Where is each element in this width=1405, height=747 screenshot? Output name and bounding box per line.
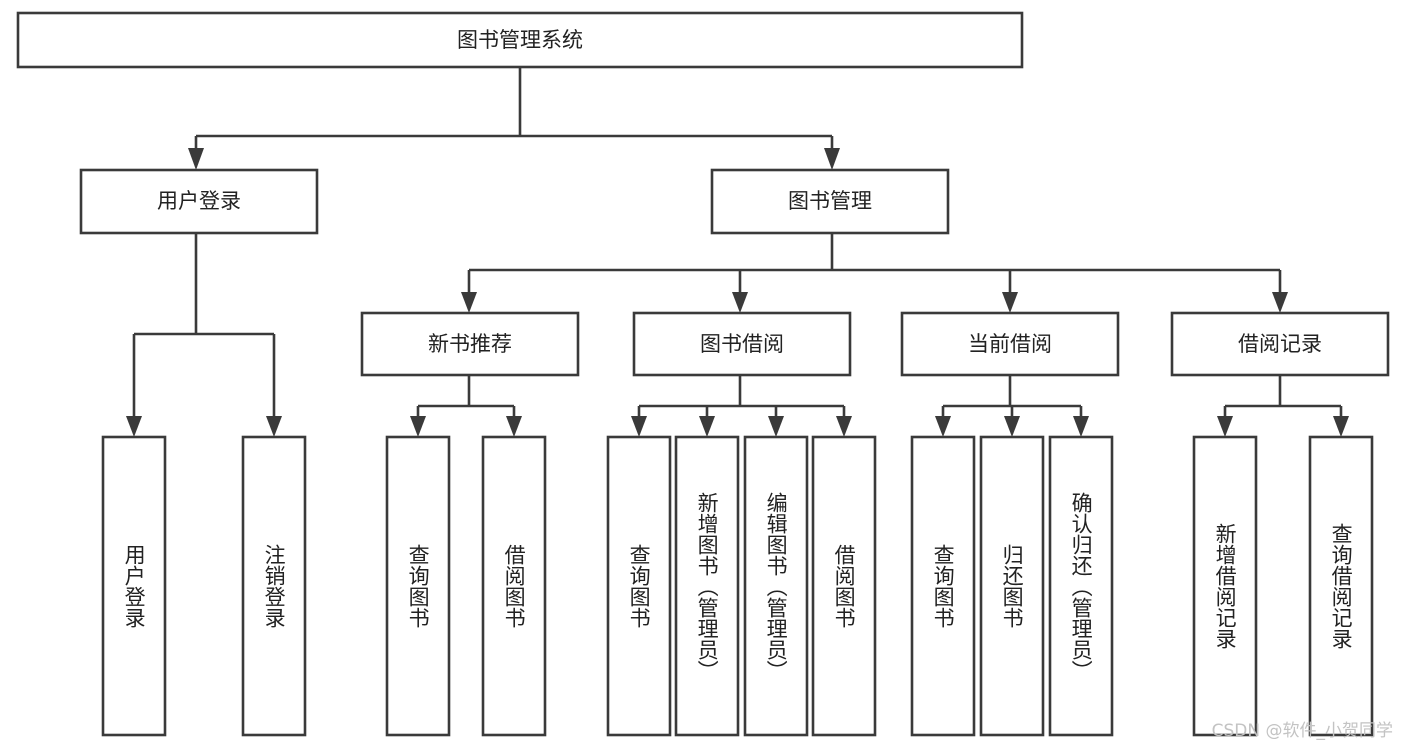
arrow-head-borrow-record xyxy=(1272,292,1288,313)
node-current-borrow-label: 当前借阅 xyxy=(968,332,1052,356)
node-current-borrow[interactable]: 当前借阅 xyxy=(900,311,1120,377)
arrow-head-leaf-query-book-2 xyxy=(631,416,647,437)
arrow-head-leaf-borrow-book-1 xyxy=(506,416,522,437)
arrow-head-leaf-add-book xyxy=(699,416,715,437)
arrow-head-leaf-query-book-1 xyxy=(410,416,426,437)
node-current-borrow-box xyxy=(900,311,1120,377)
node-root-system[interactable]: 图书管理系统 xyxy=(16,11,1024,69)
node-book-borrow[interactable]: 图书借阅 xyxy=(632,311,852,377)
node-borrow-record-box xyxy=(1170,311,1390,377)
arrow-head-new-book-recommend xyxy=(461,292,477,313)
arrow-head-leaf-logout xyxy=(266,416,282,437)
connector-group-root xyxy=(188,67,840,170)
node-book-borrow-box xyxy=(632,311,852,377)
node-borrow-record-label: 借阅记录 xyxy=(1238,332,1322,356)
leaf-box-return-book[interactable] xyxy=(979,435,1045,737)
leaf-box-borrow-book-2[interactable] xyxy=(811,435,877,737)
node-new-book-recommend-label: 新书推荐 xyxy=(428,332,512,356)
node-new-book-recommend[interactable]: 新书推荐 xyxy=(360,311,580,377)
leaf-boxes-new-book-recommend xyxy=(385,435,547,737)
leaf-box-borrow-book-1[interactable] xyxy=(481,435,547,737)
watermark-text: CSDN @软件_小贺同学 xyxy=(1211,721,1393,741)
connector-group-new-book-leaves xyxy=(410,375,522,437)
node-user-login-label: 用户登录 xyxy=(157,189,241,213)
connector-group-borrow-record-leaves xyxy=(1217,375,1349,437)
node-root-system-box xyxy=(16,11,1024,69)
arrow-head-current-borrow xyxy=(1002,292,1018,313)
leaf-box-confirm-return[interactable] xyxy=(1048,435,1114,737)
connector-group-book-borrow-leaves xyxy=(631,375,852,437)
node-new-book-recommend-box xyxy=(360,311,580,377)
leaf-boxes-book-borrow xyxy=(606,435,877,737)
node-borrow-record[interactable]: 借阅记录 xyxy=(1170,311,1390,377)
leaf-box-logout[interactable] xyxy=(241,435,307,737)
leaf-box-add-book[interactable] xyxy=(674,435,740,737)
arrow-head-book-manage xyxy=(824,148,840,170)
leaf-box-edit-book[interactable] xyxy=(743,435,809,737)
node-user-login[interactable]: 用户登录 xyxy=(79,168,319,235)
leaf-box-query-book-3[interactable] xyxy=(910,435,976,737)
leaf-box-add-record[interactable] xyxy=(1192,435,1258,737)
connector-group-current-borrow-leaves xyxy=(935,375,1089,437)
arrow-head-leaf-borrow-book-2 xyxy=(836,416,852,437)
leaf-boxes-current-borrow xyxy=(910,435,1114,737)
arrow-head-user-login xyxy=(188,148,204,170)
arrow-head-leaf-user-login xyxy=(126,416,142,437)
leaf-boxes-borrow-record xyxy=(1192,435,1374,737)
leaf-box-query-record[interactable] xyxy=(1308,435,1374,737)
node-book-manage-label: 图书管理 xyxy=(788,189,872,213)
node-user-login-box xyxy=(79,168,319,235)
node-book-manage[interactable]: 图书管理 xyxy=(710,168,950,235)
arrow-head-leaf-confirm-return xyxy=(1073,416,1089,437)
arrow-head-leaf-edit-book xyxy=(768,416,784,437)
arrow-head-leaf-return-book xyxy=(1004,416,1020,437)
connector-group-book-manage xyxy=(461,233,1288,313)
leaf-box-user-login[interactable] xyxy=(101,435,167,737)
arrow-head-leaf-add-record xyxy=(1217,416,1233,437)
node-book-borrow-label: 图书借阅 xyxy=(700,332,784,356)
node-root-system-label: 图书管理系统 xyxy=(457,28,583,52)
arrow-head-book-borrow xyxy=(732,292,748,313)
node-book-manage-box xyxy=(710,168,950,235)
connector-group-user-login-leaves xyxy=(126,233,282,437)
leaf-boxes-user-login xyxy=(101,435,307,737)
leaf-box-query-book-2[interactable] xyxy=(606,435,672,737)
arrow-head-leaf-query-book-3 xyxy=(935,416,951,437)
leaf-box-query-book-1[interactable] xyxy=(385,435,451,737)
arrow-head-leaf-query-record xyxy=(1333,416,1349,437)
